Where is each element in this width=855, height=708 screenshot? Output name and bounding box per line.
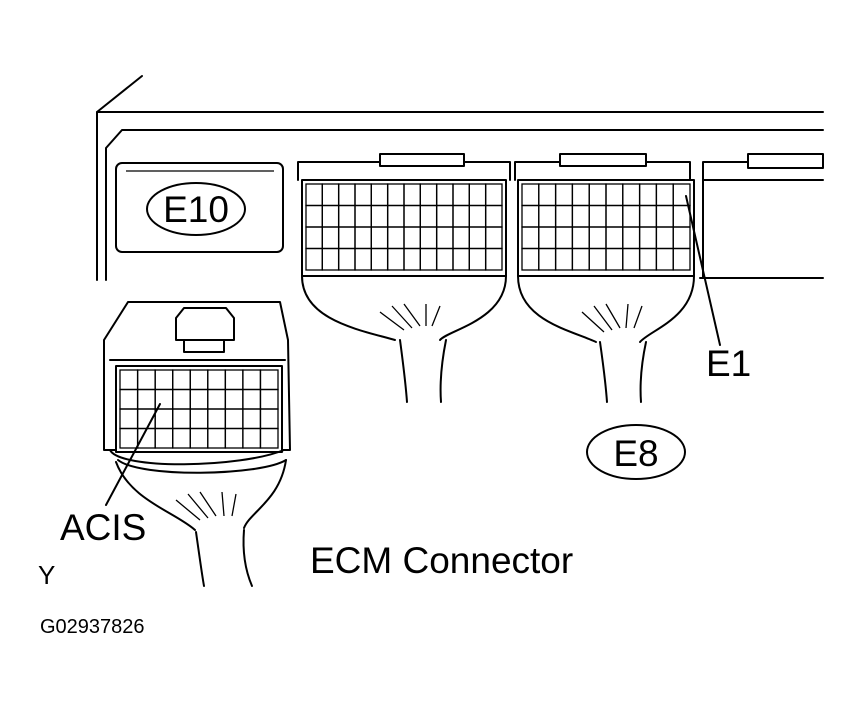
figure-code: G02937826 xyxy=(40,616,145,638)
e10-label: E10 xyxy=(163,189,229,230)
acis-label: ACIS xyxy=(60,507,146,548)
e1-label: E1 xyxy=(706,343,751,384)
terminal-cell xyxy=(259,427,279,449)
acis-connector xyxy=(103,301,291,587)
terminal-cell xyxy=(672,247,691,271)
middle-terminal-grid xyxy=(305,183,503,271)
ecm-housing xyxy=(96,75,824,281)
e8-terminal-grid xyxy=(521,183,691,271)
e8-callout: E8 xyxy=(586,424,686,480)
leader-lines xyxy=(105,195,721,506)
e10-recess xyxy=(115,162,284,253)
terminal-cell xyxy=(485,247,503,271)
e8-label: E8 xyxy=(613,433,658,474)
acis-terminal-grid xyxy=(119,369,279,449)
view-letter: Y xyxy=(38,560,55,590)
right-partial-connector xyxy=(699,153,824,279)
diagram-title: ECM Connector xyxy=(310,540,573,581)
middle-connector xyxy=(297,153,511,403)
e8-connector xyxy=(514,153,695,403)
e10-callout: E10 xyxy=(146,182,246,236)
acis-leader-line xyxy=(105,403,161,506)
e1-leader-line xyxy=(685,195,721,346)
